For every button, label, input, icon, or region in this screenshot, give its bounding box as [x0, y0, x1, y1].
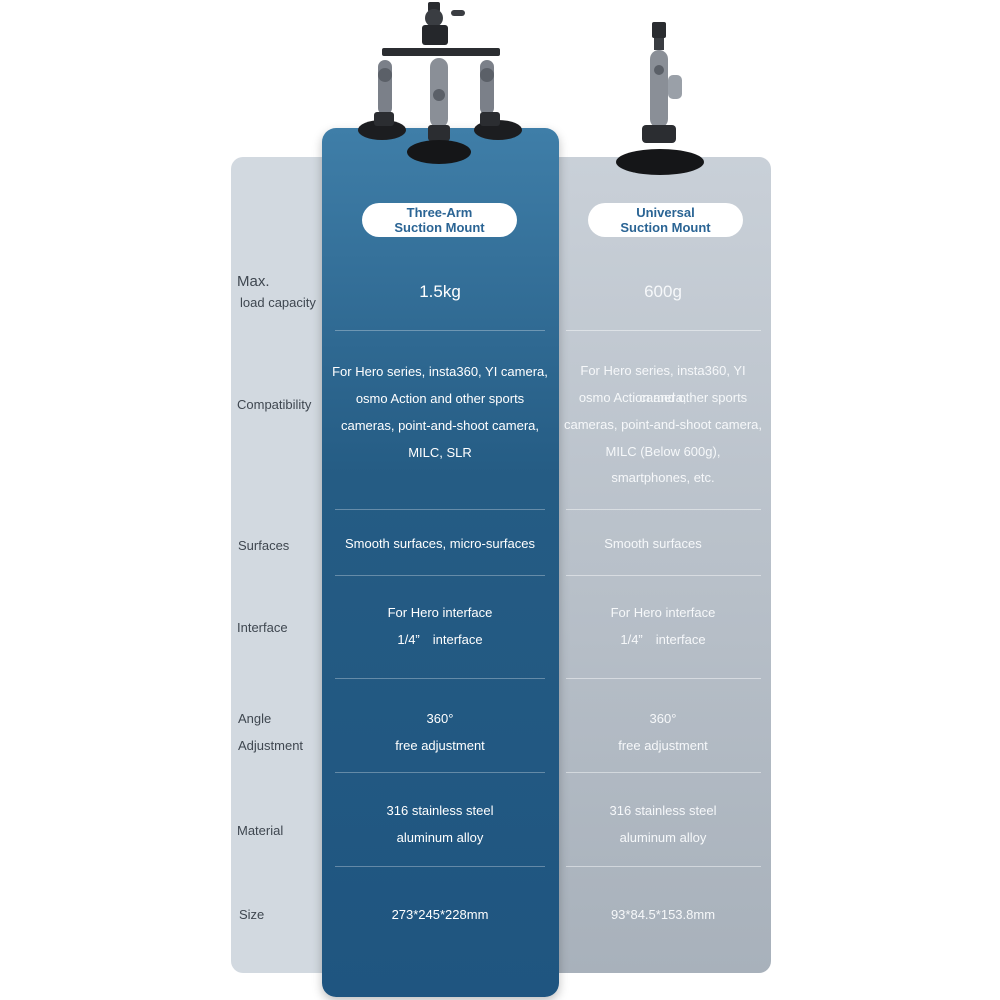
three-arm-title-line2: Suction Mount	[394, 220, 485, 235]
label-load-line2: load capacity	[240, 295, 316, 310]
three-arm-interface-line1: For Hero interface	[387, 605, 493, 620]
three-arm-suction-mount-icon	[358, 2, 522, 164]
divider	[335, 330, 545, 331]
universal-interface-line2: 1/4” interface	[620, 632, 706, 647]
divider	[335, 866, 545, 867]
three-arm-compatibility-line3: cameras, point-and-shoot camera,	[341, 418, 539, 433]
universal-suction-mount-icon	[616, 22, 704, 175]
three-arm-angle-line1: 360°	[426, 711, 454, 726]
universal-title-line1: Universal	[636, 205, 695, 220]
universal-compatibility-line3: cameras, point-and-shoot camera,	[564, 417, 762, 432]
three-arm-angle-line2: free adjustment	[395, 738, 485, 753]
three-arm-size-value: 273*245*228mm	[391, 907, 489, 922]
divider	[335, 678, 545, 679]
label-surfaces: Surfaces	[238, 538, 290, 553]
universal-title-pill: Universal Suction Mount	[588, 203, 743, 237]
three-arm-interface-line2: 1/4” interface	[397, 632, 483, 647]
universal-compatibility-line4: MILC (Below 600g),	[605, 444, 721, 459]
universal-angle-line1: 360°	[649, 711, 677, 726]
divider	[335, 772, 545, 773]
universal-size-value: 93*84.5*153.8mm	[610, 907, 716, 922]
universal-material-line1: 316 stainless steel	[609, 803, 717, 818]
three-arm-compatibility-line4: MILC, SLR	[408, 445, 472, 460]
divider	[566, 678, 761, 679]
universal-surfaces-value: Smooth surfaces	[604, 536, 702, 551]
label-material: Material	[237, 823, 284, 838]
universal-title-line2: Suction Mount	[620, 220, 711, 235]
divider	[335, 575, 545, 576]
three-arm-title-pill: Three-Arm Suction Mount	[362, 203, 517, 237]
label-load-line1: Max.	[237, 273, 270, 290]
labels-panel	[231, 157, 327, 973]
divider	[566, 509, 761, 510]
universal-load-value: 600g	[644, 282, 682, 301]
universal-compatibility-line1: For Hero series, insta360, YI camera,	[580, 363, 746, 405]
three-arm-load-value: 1.5kg	[419, 282, 461, 301]
universal-material-line2: aluminum alloy	[619, 830, 707, 845]
label-size: Size	[239, 907, 265, 922]
divider	[566, 330, 761, 331]
three-arm-column-panel	[322, 128, 559, 997]
divider	[566, 772, 761, 773]
three-arm-material-line2: aluminum alloy	[396, 830, 484, 845]
divider	[566, 575, 761, 576]
three-arm-surfaces-value: Smooth surfaces, micro-surfaces	[344, 536, 535, 551]
three-arm-compatibility-line2: osmo Action and other sports	[355, 391, 525, 406]
universal-column-panel	[553, 157, 771, 973]
divider	[566, 866, 761, 867]
universal-compatibility-line2: osmo Action and other sports	[578, 390, 748, 405]
three-arm-title-line1: Three-Arm	[406, 205, 473, 220]
universal-interface-line1: For Hero interface	[610, 605, 716, 620]
label-interface: Interface	[237, 620, 288, 635]
three-arm-material-line1: 316 stainless steel	[386, 803, 494, 818]
label-angle-line1: Angle	[238, 711, 272, 726]
three-arm-compatibility-line1: For Hero series, insta360, YI camera,	[332, 364, 548, 379]
divider	[335, 509, 545, 510]
label-compatibility: Compatibility	[237, 397, 312, 412]
universal-compatibility-line5: smartphones, etc.	[611, 470, 715, 485]
universal-angle-line2: free adjustment	[618, 738, 708, 753]
label-angle-line2: Adjustment	[238, 738, 304, 753]
